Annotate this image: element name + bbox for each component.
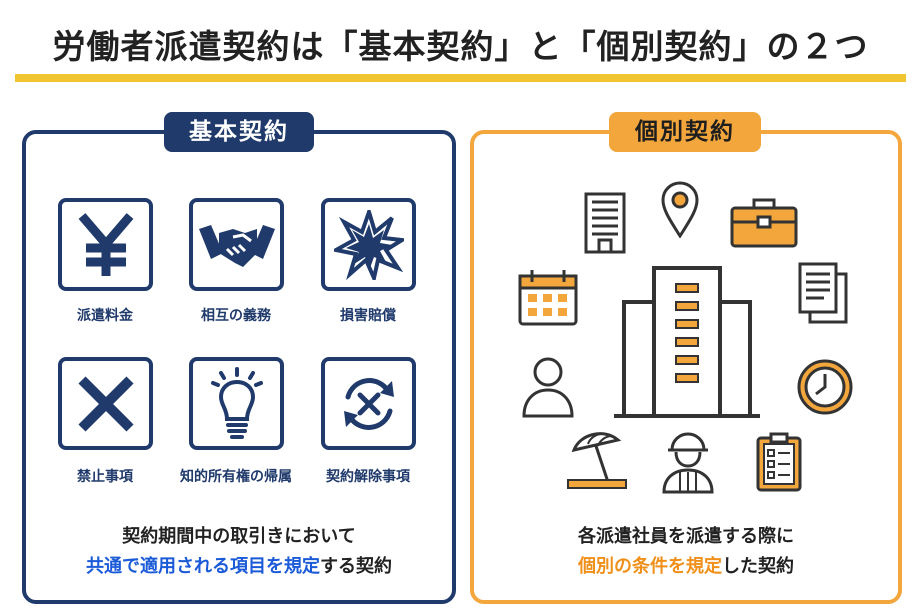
summary-rest-right: した契約 <box>722 556 794 577</box>
handshake-icon <box>198 224 275 267</box>
clock-icon <box>797 359 853 415</box>
item-label-4: 禁止事項 <box>77 469 133 485</box>
tall-building-icon <box>614 266 760 418</box>
cancel-cycle-tile <box>321 357 416 450</box>
yen-icon <box>78 212 133 276</box>
handshake-tile <box>189 198 284 291</box>
cross-tile <box>58 357 153 450</box>
summary-line-1: 契約期間中の取引きにおいて <box>122 526 356 547</box>
briefcase-icon <box>730 198 798 248</box>
clipboard-checklist-icon <box>756 432 802 492</box>
construction-worker-icon <box>662 432 714 494</box>
individual-contract-summary: 各派遣社員を派遣する際に 個別の条件を規定した契約 <box>478 522 894 582</box>
lightbulb-tile <box>189 357 284 450</box>
page-title: 労働者派遣契約は「基本契約」と「個別契約」の２つ <box>52 27 869 66</box>
cross-icon <box>77 375 134 432</box>
burst-tile <box>321 198 416 291</box>
calendar-icon <box>518 270 578 326</box>
item-label-2: 相互の義務 <box>201 308 271 324</box>
yen-tile <box>58 198 153 291</box>
location-pin-icon <box>661 181 699 238</box>
basic-contract-summary: 契約期間中の取引きにおいて 共通で適用される項目を規定する契約 <box>30 522 448 582</box>
documents-icon <box>798 262 848 324</box>
individual-contract-badge: 個別契約 <box>609 112 761 152</box>
item-label-1: 派遣料金 <box>77 308 133 324</box>
burst-icon <box>333 209 404 280</box>
person-icon <box>522 357 574 418</box>
summary-highlight-right: 個別の条件を規定 <box>578 556 722 577</box>
basic-contract-badge: 基本契約 <box>164 112 314 152</box>
title-underline <box>15 74 906 82</box>
summary-rest: する契約 <box>320 556 392 577</box>
summary-highlight: 共通で適用される項目を規定 <box>86 556 320 577</box>
beach-umbrella-icon <box>567 432 627 489</box>
item-label-3: 損害賠償 <box>340 308 396 324</box>
item-label-6: 契約解除事項 <box>326 469 410 485</box>
office-building-icon <box>584 192 626 254</box>
lightbulb-icon <box>210 366 263 439</box>
summary-line-1-right: 各派遣社員を派遣する際に <box>578 526 794 547</box>
cancel-cycle-icon <box>343 377 394 430</box>
item-label-5: 知的所有権の帰属 <box>180 469 292 485</box>
